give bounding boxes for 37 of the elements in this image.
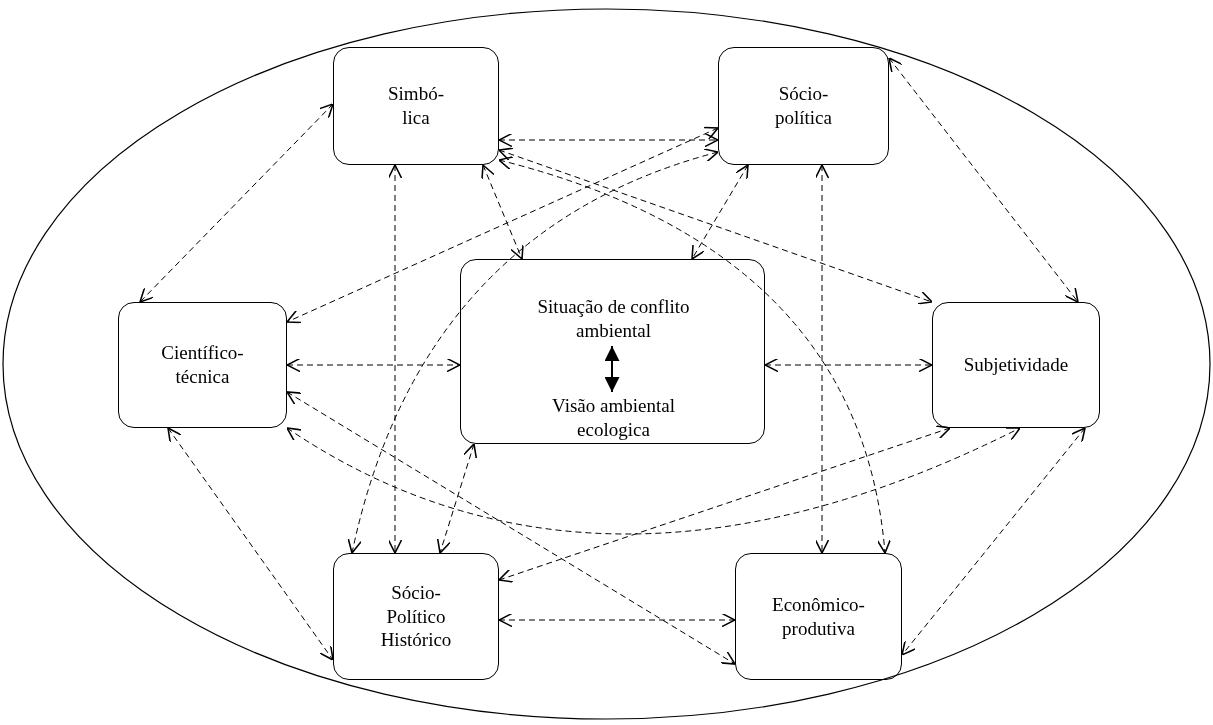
box-label: Científico- técnica <box>160 341 245 389</box>
rounded-box <box>333 553 499 680</box>
double-arrow <box>286 426 1021 535</box>
double-arrow <box>604 345 620 393</box>
double-arrow <box>286 391 736 665</box>
double-arrow <box>387 164 403 554</box>
double-arrow <box>691 164 749 260</box>
double-arrow <box>286 357 461 373</box>
double-arrow <box>498 147 933 305</box>
rounded-box <box>333 47 499 165</box>
double-arrow <box>139 103 334 303</box>
double-arrow <box>348 148 719 554</box>
rounded-box <box>118 302 287 428</box>
rounded-box <box>460 259 765 444</box>
node-text: Situação de conflito ambiental <box>511 291 716 347</box>
double-arrow <box>498 425 951 583</box>
box-label: Subjetividade <box>963 353 1069 377</box>
double-arrow <box>286 126 719 324</box>
box-label: Econômico- produtiva <box>771 592 866 641</box>
double-arrow <box>481 164 524 260</box>
double-arrow <box>814 164 830 554</box>
double-arrow <box>167 427 334 661</box>
rounded-box <box>718 47 889 165</box>
node-text: Visão ambiental ecologica <box>531 393 696 443</box>
box-label: Sócio- política <box>774 82 833 130</box>
double-arrow <box>498 612 736 628</box>
double-arrow <box>436 443 478 554</box>
double-arrow <box>498 156 891 554</box>
double-arrow <box>888 57 1079 303</box>
rounded-box <box>932 302 1100 428</box>
rounded-box <box>735 553 902 680</box>
double-arrow <box>764 357 933 373</box>
ellipse-boundary <box>2 8 1211 720</box>
double-arrow <box>901 427 1086 656</box>
box-label: Sócio- Político Histórico <box>379 580 453 653</box>
box-label: Simbó- lica <box>387 82 445 130</box>
double-arrow <box>498 132 719 148</box>
